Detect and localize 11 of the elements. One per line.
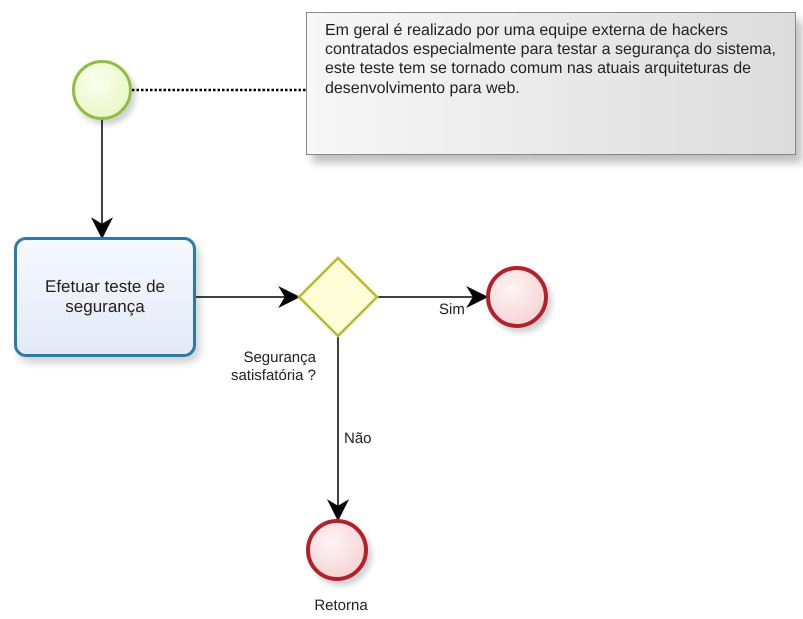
event-label: Retorna (314, 597, 368, 615)
arrow (196, 286, 300, 308)
task-label: Efetuar teste de segurança (44, 276, 166, 318)
annotation-text: Em geral é realizado por uma equipe externa de hackers contratados especialmente para testar a segurança do sistema, este teste tem se tornado comum nas atuais arquiteturas de desenvolvimento para web. (325, 21, 777, 98)
arrow (378, 286, 488, 308)
arrow (91, 120, 113, 240)
gateway-label: Segurança satisfatória ? (230, 349, 316, 385)
process-box (14, 237, 196, 357)
annotation-box (306, 12, 796, 155)
arrow (327, 337, 349, 522)
association-line (132, 88, 306, 92)
